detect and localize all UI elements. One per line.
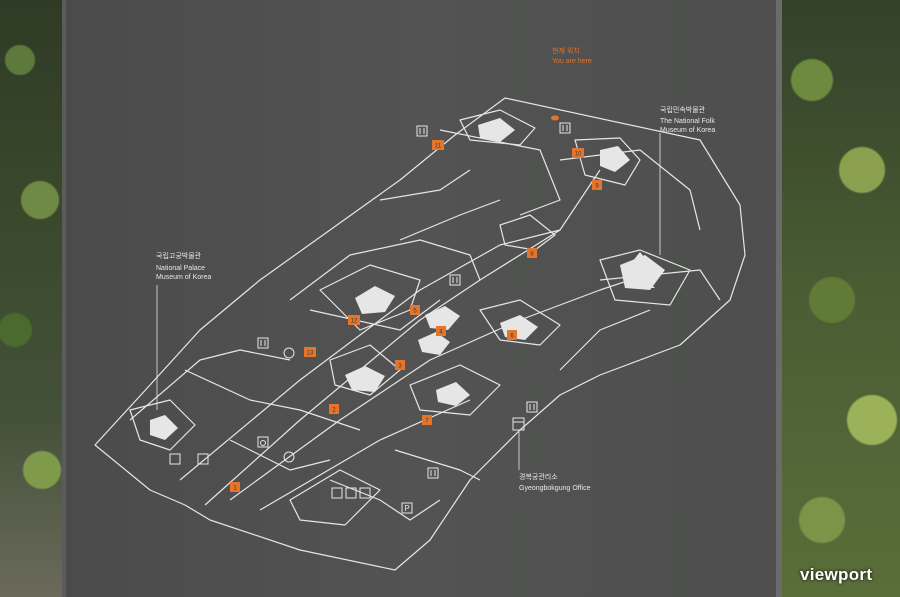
folk-museum-label-en2: Museum of Korea bbox=[660, 127, 716, 134]
marker-2: 2 bbox=[329, 404, 339, 414]
inner-wall-5 bbox=[309, 299, 441, 331]
stroller-icon bbox=[169, 453, 209, 465]
svg-text:4: 4 bbox=[439, 330, 443, 336]
restroom-icon bbox=[257, 337, 269, 349]
office-label-ko: 경복궁관리소 bbox=[519, 474, 558, 481]
you-are-here-label-en: You are here bbox=[552, 58, 592, 65]
courtyard-9 bbox=[129, 399, 196, 451]
courtyard-6 bbox=[499, 214, 556, 251]
inner-wall-4 bbox=[289, 239, 481, 301]
you-are-here-dot bbox=[551, 115, 559, 121]
info-icon bbox=[283, 451, 295, 463]
marker-6: 6 bbox=[507, 330, 517, 340]
restroom-icon bbox=[559, 122, 571, 134]
parking-icon: P bbox=[401, 502, 413, 514]
marker-5: 5 bbox=[410, 305, 420, 315]
marker-7: 7 bbox=[422, 415, 432, 425]
svg-text:P: P bbox=[404, 504, 409, 513]
courtyard-5 bbox=[599, 249, 691, 306]
foliage-left bbox=[0, 0, 62, 597]
marker-11: 11 bbox=[432, 140, 444, 150]
marker-12: 12 bbox=[348, 315, 360, 325]
folk-museum-label-en1: The National Folk bbox=[660, 118, 715, 125]
folk-museum-pagoda bbox=[625, 252, 655, 288]
svg-text:5: 5 bbox=[413, 309, 417, 315]
palace-outer-wall bbox=[94, 97, 746, 571]
svg-text:3: 3 bbox=[398, 364, 402, 370]
building-clusters bbox=[150, 118, 665, 440]
inner-wall-12 bbox=[229, 439, 331, 471]
marker-9: 9 bbox=[592, 180, 602, 190]
courtyard-3 bbox=[409, 364, 501, 416]
locker-icon bbox=[331, 487, 371, 499]
accessible-icon bbox=[257, 436, 269, 448]
svg-text:9: 9 bbox=[595, 184, 599, 190]
courtyard-8 bbox=[574, 137, 641, 186]
restroom-icon bbox=[449, 274, 461, 286]
building-6 bbox=[478, 118, 515, 142]
restroom-icon bbox=[526, 401, 538, 413]
inner-wall-15 bbox=[399, 199, 501, 241]
courtyard-4 bbox=[479, 299, 561, 346]
restroom-icon bbox=[427, 467, 439, 479]
building-1 bbox=[345, 366, 385, 392]
svg-text:10: 10 bbox=[575, 152, 582, 158]
marker-3: 3 bbox=[395, 360, 405, 370]
courtyard-2 bbox=[329, 344, 401, 396]
svg-text:11: 11 bbox=[435, 144, 442, 150]
marker-10: 10 bbox=[572, 148, 584, 158]
svg-text:2: 2 bbox=[332, 408, 336, 414]
office-label-en: Gyeongbokgung Office bbox=[519, 485, 591, 492]
building-7 bbox=[600, 146, 630, 172]
office-building-icon bbox=[512, 417, 525, 431]
building-3 bbox=[418, 332, 450, 355]
inner-wall-16 bbox=[379, 169, 471, 201]
inner-wall-14 bbox=[559, 309, 651, 371]
svg-text:7: 7 bbox=[425, 419, 429, 425]
restroom-icon bbox=[416, 125, 428, 137]
leader-lines bbox=[156, 133, 661, 470]
palace-museum-label-en2: Museum of Korea bbox=[156, 274, 212, 281]
building-geunjeongjeon bbox=[355, 286, 395, 314]
inner-wall-13 bbox=[329, 479, 441, 521]
inner-wall-3 bbox=[259, 399, 471, 511]
marker-1: 1 bbox=[230, 482, 240, 492]
svg-text:8: 8 bbox=[530, 252, 534, 258]
you-are-here-label-ko: 현재 위치 bbox=[552, 48, 580, 55]
svg-text:6: 6 bbox=[510, 334, 514, 340]
marker-8: 8 bbox=[527, 248, 537, 258]
phone-icon bbox=[283, 347, 295, 359]
palace-museum-label-en1: National Palace bbox=[156, 265, 206, 272]
svg-text:12: 12 bbox=[351, 319, 358, 325]
watermark: viewport bbox=[800, 565, 873, 584]
sign-board bbox=[62, 0, 782, 597]
palace-museum-label-ko: 국립고궁박물관 bbox=[156, 253, 202, 260]
building-8 bbox=[150, 415, 178, 440]
svg-text:1: 1 bbox=[233, 486, 237, 492]
building-2 bbox=[425, 306, 460, 330]
inner-wall-10 bbox=[184, 369, 361, 431]
markers: 1 2 3 4 5 6 7 8 9 10 11 12 13 bbox=[230, 140, 602, 492]
inner-wall-1 bbox=[179, 229, 561, 481]
inner-wall-9 bbox=[129, 349, 291, 421]
foliage-right bbox=[782, 0, 900, 597]
inner-wall-11 bbox=[394, 449, 481, 481]
facility-icons: P bbox=[169, 122, 571, 514]
building-4 bbox=[500, 315, 538, 340]
courtyard-7 bbox=[459, 109, 536, 146]
svg-text:13: 13 bbox=[307, 351, 314, 357]
folk-museum-label-ko: 국립민속박물관 bbox=[660, 107, 706, 114]
building-9 bbox=[436, 382, 470, 406]
marker-4: 4 bbox=[436, 326, 446, 336]
main-axis bbox=[204, 169, 601, 506]
courtyard-10 bbox=[289, 469, 381, 526]
marker-13: 13 bbox=[304, 347, 316, 357]
